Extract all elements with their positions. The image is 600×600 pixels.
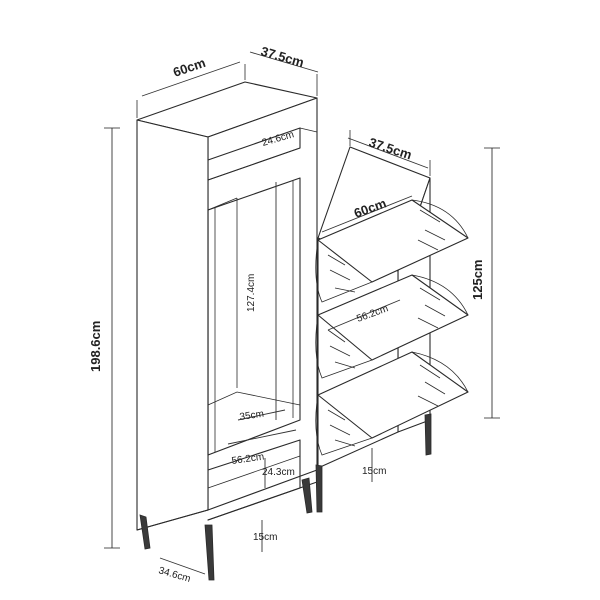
shoe-leg-front-left <box>315 464 323 513</box>
tall-base-depth-label: 34.6cm <box>157 565 192 585</box>
flap-door-2[interactable] <box>315 274 469 379</box>
tall-inner-height-label: 127.4cm <box>246 274 257 312</box>
tall-leg-height-label: 15cm <box>253 532 277 543</box>
tall-cabinet <box>136 81 318 581</box>
shoe-cabinet <box>315 146 469 513</box>
tall-leg-back-right <box>301 477 313 514</box>
tall-shelf-depth-label: 35cm <box>239 409 265 423</box>
shoe-height-label: 125cm <box>470 260 485 300</box>
flap-door-3[interactable] <box>315 351 469 456</box>
flap-door-1[interactable] <box>315 199 469 303</box>
tall-width-label: 60cm <box>171 55 207 80</box>
tall-total-height-label: 198.6cm <box>88 321 103 372</box>
shoe-leg-height-label: 15cm <box>362 466 386 477</box>
tall-open-section <box>207 177 301 456</box>
tall-inner-width-label: 56.2cm <box>231 452 265 467</box>
tall-drawer-height-label: 24.3cm <box>262 467 295 478</box>
tall-cabinet-front <box>136 119 209 531</box>
tall-leg-front-left <box>139 514 151 550</box>
tall-depth-label: 37.5cm <box>259 43 306 70</box>
tall-leg-front-right <box>204 524 215 581</box>
shoe-leg-back-right <box>424 413 432 456</box>
dimension-lines <box>104 51 500 575</box>
